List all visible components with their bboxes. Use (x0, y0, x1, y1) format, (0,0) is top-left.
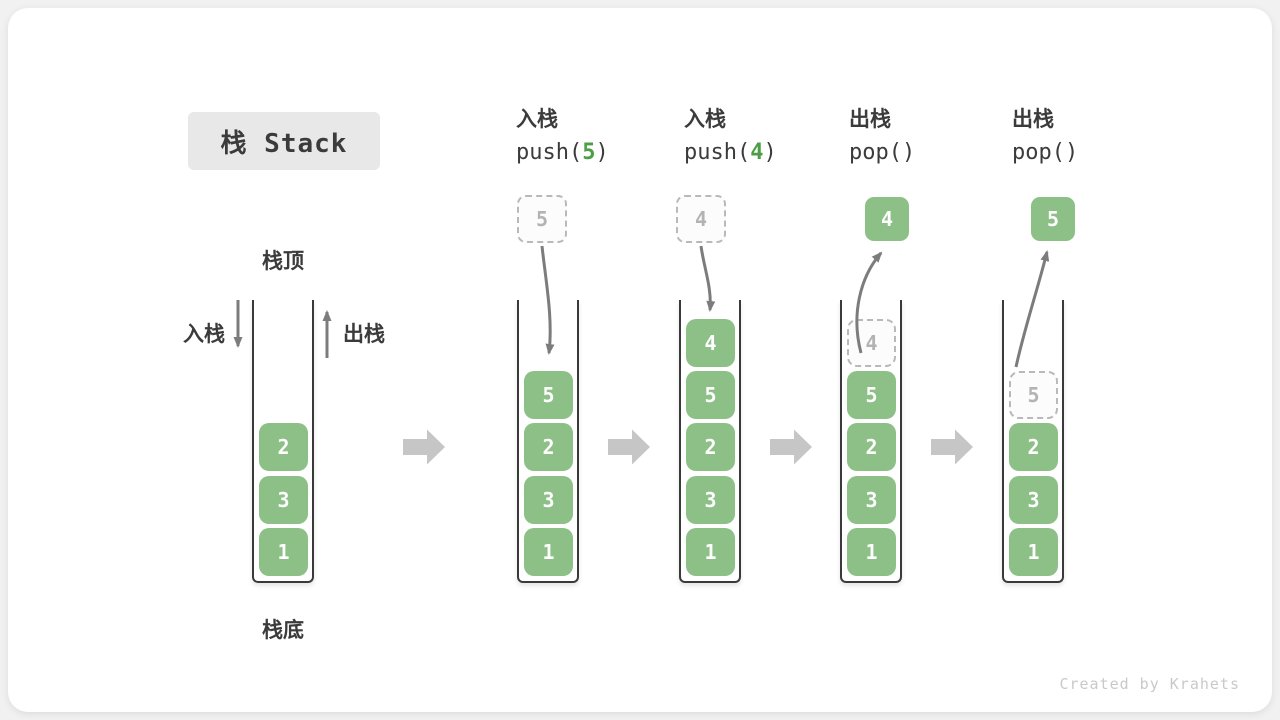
stack-bottom-label: 栈底 (262, 618, 304, 642)
operation-name: 出栈 (849, 107, 891, 131)
flow-arrow (403, 429, 445, 465)
stack-cell: 3 (686, 476, 735, 524)
pop-result-box: 4 (865, 197, 909, 241)
operation-header-3: 出栈 pop() (849, 107, 916, 166)
operation-code: push(5) (516, 140, 609, 166)
stack-cell: 2 (524, 423, 573, 471)
stack-cell: 2 (847, 423, 896, 471)
stack-cell: 2 (686, 423, 735, 471)
watermark: Created by Krahets (1059, 675, 1240, 693)
push-side-label: 入栈 (183, 322, 225, 346)
operation-name: 入栈 (516, 107, 558, 131)
stack-cell: 1 (524, 528, 573, 576)
stack-cell-ghost: 5 (1009, 371, 1058, 419)
stack-cell: 5 (686, 371, 735, 419)
stack-top-label: 栈顶 (262, 249, 304, 273)
stack-container-3 (679, 300, 741, 583)
flow-arrow (608, 429, 650, 465)
operation-header-1: 入栈 push(5) (516, 107, 609, 166)
stack-cell: 5 (524, 371, 573, 419)
operation-header-2: 入栈 push(4) (684, 107, 777, 166)
stack-cell: 2 (259, 423, 308, 471)
push-operand-box: 4 (676, 195, 726, 243)
flow-arrow (931, 429, 973, 465)
operation-argument: 5 (582, 140, 596, 166)
stack-cell: 5 (847, 371, 896, 419)
operation-header-4: 出栈 pop() (1012, 107, 1079, 166)
flow-arrow (770, 429, 812, 465)
stack-container-2 (517, 300, 579, 583)
page-title: 栈 Stack (188, 112, 380, 170)
stack-cell-ghost: 4 (847, 319, 896, 367)
stack-cell: 3 (1009, 476, 1058, 524)
operation-name: 出栈 (1012, 107, 1054, 131)
operation-code: pop() (1012, 140, 1079, 166)
stack-cell: 3 (259, 476, 308, 524)
stack-container-4 (840, 300, 902, 583)
stack-cell: 2 (1009, 423, 1058, 471)
stack-cell: 1 (686, 528, 735, 576)
push-operand-box: 5 (517, 195, 567, 243)
stack-cell: 4 (686, 319, 735, 367)
operation-code: pop() (849, 140, 916, 166)
stack-cell: 3 (847, 476, 896, 524)
pop-side-label: 出栈 (343, 322, 385, 346)
stack-container-1 (252, 300, 314, 583)
pop-result-box: 5 (1031, 197, 1075, 241)
operation-argument: 4 (750, 140, 764, 166)
stack-cell: 1 (847, 528, 896, 576)
stack-cell: 3 (524, 476, 573, 524)
stack-container-5 (1002, 300, 1064, 583)
stack-cell: 1 (259, 528, 308, 576)
operation-code: push(4) (684, 140, 777, 166)
operation-name: 入栈 (684, 107, 726, 131)
stack-cell: 1 (1009, 528, 1058, 576)
